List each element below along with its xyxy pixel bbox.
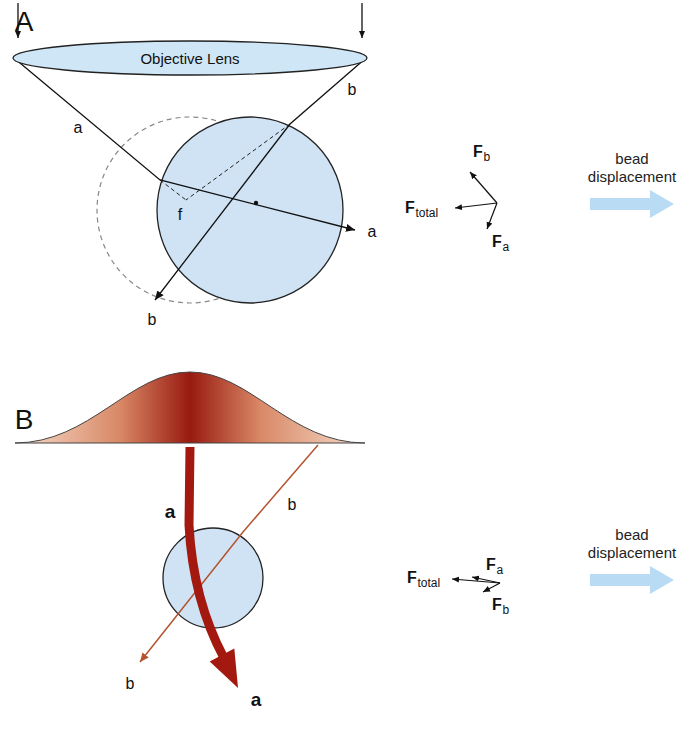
focus-line: [186, 124, 290, 200]
force-label: F: [407, 569, 417, 587]
ray-label: a: [74, 119, 83, 137]
ray-label: a: [251, 690, 262, 711]
force-subscript: b: [502, 604, 509, 617]
ray-label: a: [368, 223, 377, 241]
lens-ellipse: [13, 41, 367, 75]
displacement-label: bead displacement: [580, 150, 684, 186]
force-subscript: a: [502, 241, 509, 254]
light-arrow: [361, 3, 362, 38]
ray-label: b: [126, 675, 135, 693]
displacement-arrow: [590, 566, 674, 594]
ray-b: [140, 445, 318, 662]
force-vector: [452, 579, 500, 583]
panel-letter: B: [15, 405, 34, 436]
force-label: F: [492, 233, 502, 251]
gaussian-profile: [15, 372, 365, 443]
force-subscript: total: [415, 207, 438, 220]
force-vector: [483, 583, 500, 592]
force-label: F: [473, 143, 483, 161]
displacement-arrow: [590, 190, 674, 218]
panel-letter: A: [15, 7, 34, 38]
force-label: F: [492, 596, 502, 614]
ray-label: b: [348, 81, 357, 99]
ray-b: [155, 58, 366, 300]
force-subscript: a: [496, 564, 503, 577]
lens-label: Objective Lens: [140, 50, 239, 67]
focus-label: f: [178, 206, 182, 224]
force-subscript: total: [417, 577, 440, 590]
displacement-label: bead displacement: [580, 526, 684, 562]
force-label: F: [405, 199, 415, 217]
ray-label: b: [288, 496, 297, 514]
force-subscript: b: [483, 151, 490, 164]
force-label: F: [486, 556, 496, 574]
ray-label: b: [148, 311, 157, 329]
force-vector: [455, 203, 497, 208]
force-vector: [470, 172, 497, 203]
force-vector: [487, 203, 497, 229]
ray-a: [189, 447, 224, 658]
objective-lens: Objective Lens: [12, 40, 368, 76]
ray-a-head: [210, 648, 238, 688]
ray-a: [14, 58, 355, 230]
ray-label: a: [165, 502, 176, 523]
bead: [157, 117, 343, 303]
